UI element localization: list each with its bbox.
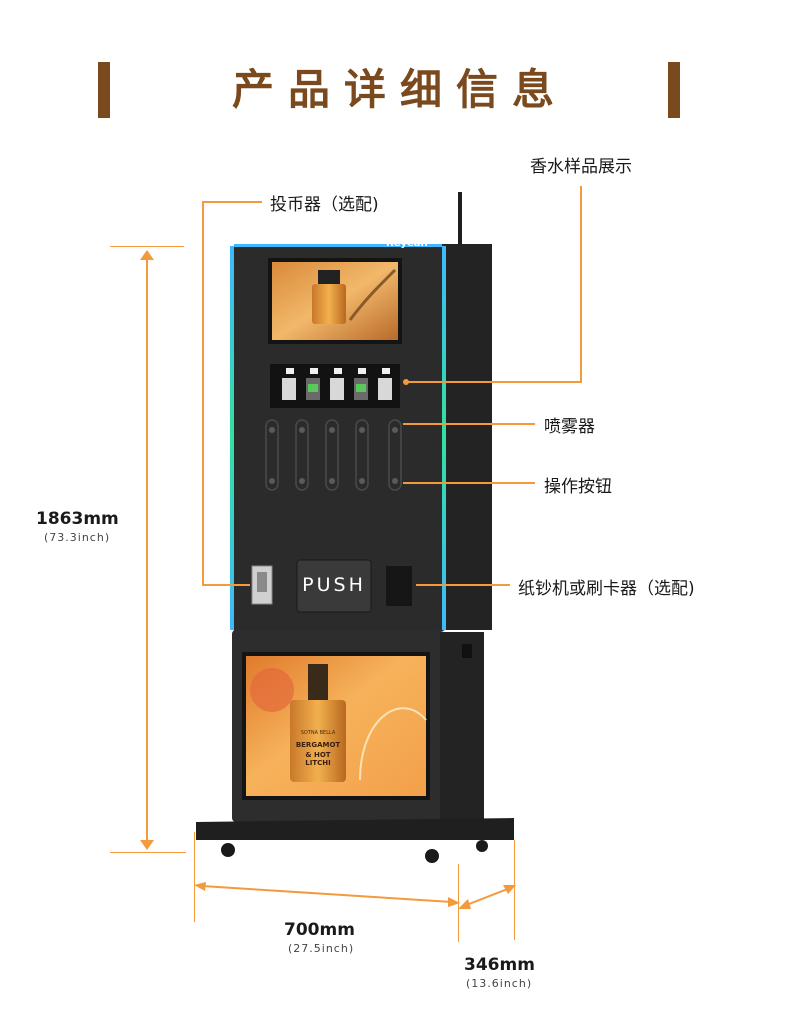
height-arrow-bottom: [140, 840, 154, 850]
ad-text-line2: BERGAMOT: [295, 741, 341, 749]
sprayer-leader: [403, 423, 535, 425]
label-operation-buttons: 操作按钮: [544, 477, 612, 497]
coin-leader-h2: [202, 584, 250, 586]
upper-cabinet-side: [440, 244, 492, 630]
label-coin-acceptor: 投币器（选配): [270, 195, 379, 215]
push-label: PUSH: [302, 574, 366, 596]
title-bar-left: [98, 62, 110, 118]
buttons-leader: [403, 482, 535, 484]
height-line: [146, 258, 148, 842]
height-ext-bottom: [110, 852, 186, 853]
height-ext-top: [110, 246, 184, 247]
width-dimension-line: [194, 882, 460, 907]
glow-strip-right: [442, 246, 446, 630]
label-sprayer: 喷雾器: [544, 417, 595, 437]
glow-strip-top: [234, 244, 442, 247]
ad-brand-text: SOTNA BELLA: [300, 730, 336, 736]
wheels: [221, 840, 488, 863]
base-plinth: [196, 818, 514, 840]
depth-mm: 346mm: [464, 955, 535, 975]
samples-leader-h: [408, 381, 582, 383]
lower-cabinet-side: [434, 632, 484, 822]
width-inch: (27.5inch): [288, 942, 355, 955]
depth-inch: (13.6inch): [466, 977, 533, 990]
operation-buttons: [265, 419, 402, 491]
width-ext-left: [194, 832, 195, 922]
sample-bottles: [282, 368, 392, 400]
coin-leader-v: [202, 201, 204, 585]
width-mm: 700mm: [284, 920, 355, 940]
height-mm: 1863mm: [36, 509, 119, 529]
brand-logo: Reyeah: [386, 238, 428, 249]
card-reader: [386, 566, 412, 606]
glow-strip-left: [230, 246, 234, 630]
height-arrow-top: [140, 250, 154, 260]
height-inch: (73.3inch): [44, 531, 111, 544]
samples-leader-v: [580, 186, 582, 382]
depth-dimension-line: [458, 885, 516, 909]
title-bar-right: [668, 62, 680, 118]
push-door: [296, 559, 372, 613]
label-perfume-samples: 香水样品展示: [530, 157, 632, 177]
label-payment-device: 纸钞机或刷卡器（选配): [518, 579, 695, 599]
depth-ext-right: [514, 840, 515, 940]
perfume-bottle-bottom: [290, 700, 346, 782]
antenna: [458, 192, 462, 247]
coin-leader-h1: [202, 201, 262, 203]
perfume-bottle-top: [312, 284, 346, 324]
payment-leader: [416, 584, 510, 586]
page-title: 产品详细信息: [231, 65, 568, 114]
ad-text-line3: & HOT LITCHI: [305, 751, 331, 767]
